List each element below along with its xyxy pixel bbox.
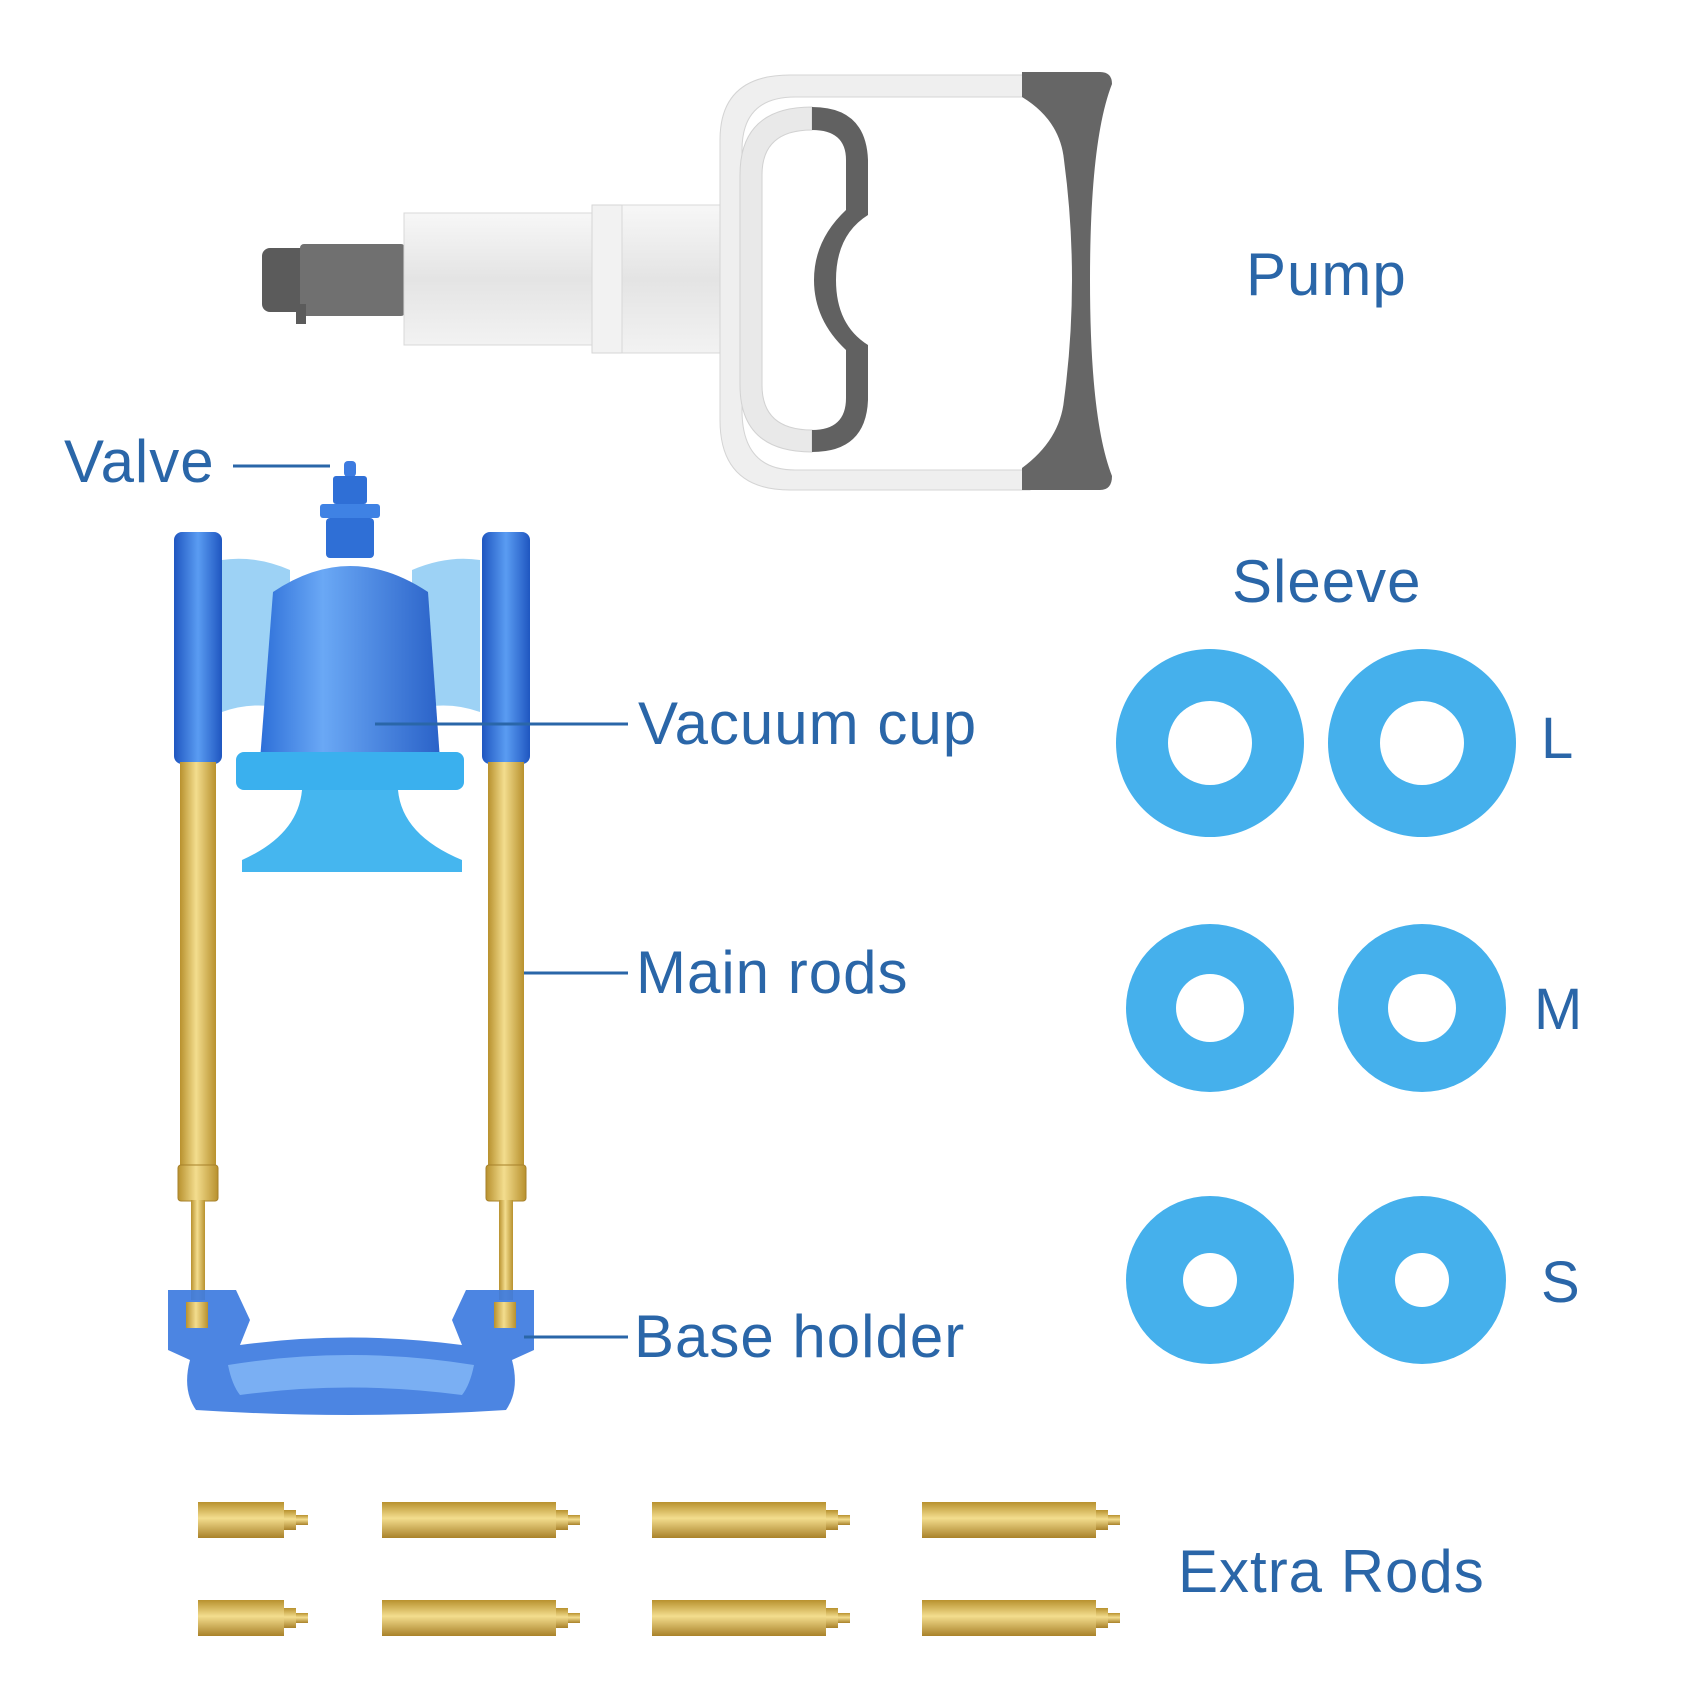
sleeve-s-left bbox=[1126, 1196, 1294, 1364]
sleeve-l-left bbox=[1116, 649, 1304, 837]
extra-rods-group bbox=[198, 1502, 1120, 1636]
extra-rod bbox=[652, 1600, 850, 1636]
extra-rod bbox=[652, 1502, 850, 1538]
extra-rod bbox=[382, 1502, 580, 1538]
extra-rod bbox=[198, 1502, 308, 1538]
sleeve-size-m-label: M bbox=[1534, 977, 1584, 1042]
sleeve-s-right bbox=[1338, 1196, 1506, 1364]
leader-lines bbox=[233, 464, 628, 1339]
sleeve-label: Sleeve bbox=[1232, 548, 1422, 615]
extender-device-illustration bbox=[168, 461, 534, 1415]
sleeve-size-l-label: L bbox=[1541, 706, 1575, 771]
extra-rods-label: Extra Rods bbox=[1178, 1538, 1485, 1605]
base-holder-label: Base holder bbox=[634, 1303, 966, 1370]
sleeves-group bbox=[1116, 649, 1516, 1364]
main-rods-label: Main rods bbox=[636, 939, 909, 1006]
extra-rod bbox=[922, 1600, 1120, 1636]
sleeve-m-right bbox=[1338, 924, 1506, 1092]
sleeve-size-s-label: S bbox=[1541, 1250, 1581, 1315]
sleeve-m-left bbox=[1126, 924, 1294, 1092]
valve-label: Valve bbox=[64, 428, 215, 495]
extra-rod bbox=[922, 1502, 1120, 1538]
pump-label: Pump bbox=[1246, 241, 1407, 308]
pump-illustration bbox=[262, 72, 1112, 491]
vacuum-cup-label: Vacuum cup bbox=[638, 690, 978, 757]
extra-rod bbox=[198, 1600, 308, 1636]
sleeve-l-right bbox=[1328, 649, 1516, 837]
extra-rod bbox=[382, 1600, 580, 1636]
